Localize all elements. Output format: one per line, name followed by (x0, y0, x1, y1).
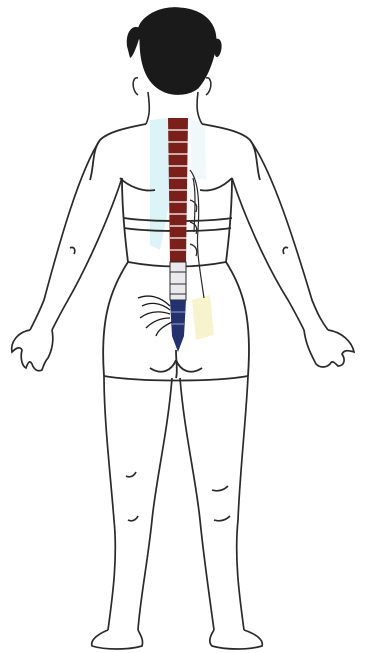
sciatic-strands (138, 296, 172, 336)
nerve-strands (190, 170, 204, 298)
sacral-spine-segment (170, 300, 186, 352)
spine (168, 118, 188, 352)
legs (92, 376, 263, 649)
head (127, 8, 222, 95)
